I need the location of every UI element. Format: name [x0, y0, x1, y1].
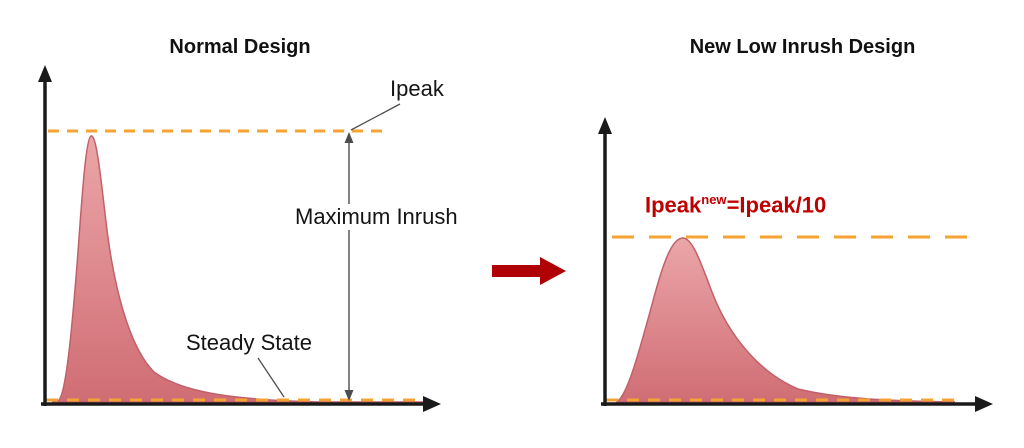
ipeak-new-equation: =Ipeak/10	[726, 192, 827, 218]
maximum-inrush-bottom-arrowhead	[344, 390, 354, 401]
left-y-axis-arrowhead	[38, 65, 52, 82]
right-chart	[598, 117, 993, 412]
right-x-axis-arrowhead	[975, 396, 993, 412]
right-chart-title: New Low Inrush Design	[689, 36, 916, 58]
ipeak-new-superscript: new	[701, 192, 727, 207]
ipeak-leader-line	[350, 103, 401, 131]
left-inrush-curve	[51, 135, 430, 403]
ipeak-new-label: Ipeaknew=Ipeak/10	[645, 192, 826, 218]
maximum-inrush-label: Maximum Inrush	[290, 204, 463, 230]
transition-arrow-icon	[492, 257, 566, 285]
ipeak-label: Ipeak	[390, 76, 444, 101]
left-x-axis-arrowhead	[423, 396, 441, 412]
steady-state-leader-line	[257, 357, 285, 398]
left-chart-title: Normal Design	[169, 36, 311, 58]
right-y-axis-arrowhead	[598, 117, 612, 134]
steady-state-label: Steady State	[186, 330, 312, 355]
left-chart	[38, 65, 441, 412]
right-inrush-curve	[615, 237, 956, 403]
maximum-inrush-top-arrowhead	[344, 132, 354, 143]
ipeak-new-base: Ipeak	[645, 192, 702, 218]
